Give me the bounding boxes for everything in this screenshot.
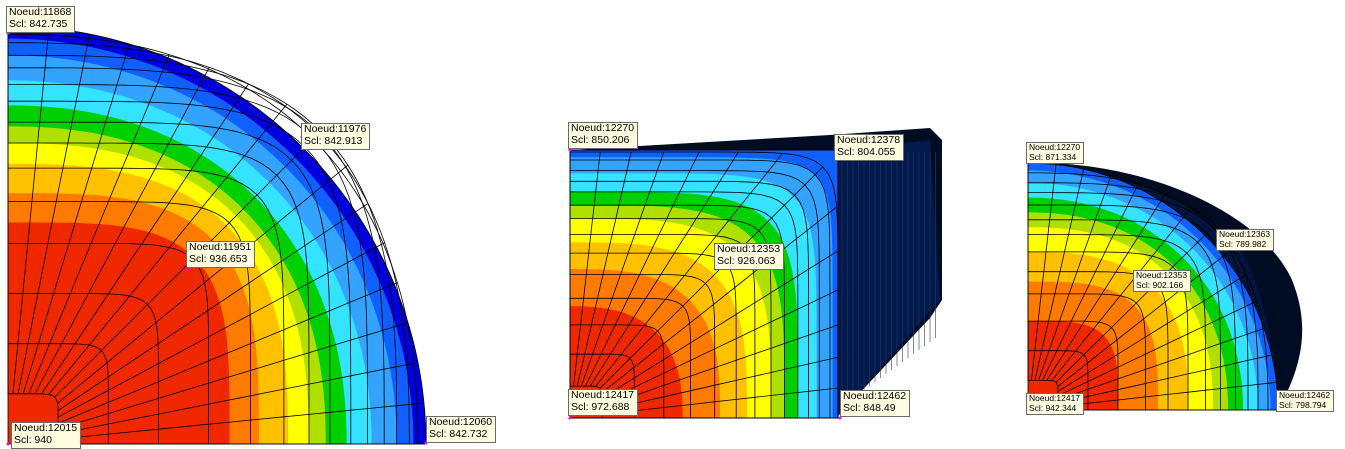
node-label-v2-12378: Noeud:12378 Scl: 804.055 [834,134,905,161]
scl-value: Scl: 972.688 [571,400,630,413]
node-label-v2-12417: Noeud:12417 Scl: 972.688 [568,389,639,416]
mesh-spoke [599,166,824,389]
mesh-spoke [595,153,783,387]
mesh-spoke [601,250,839,399]
node-id: Noeud:12270 [1029,142,1081,152]
mesh-spoke [602,324,839,408]
node-id: Noeud:12015 [14,422,78,434]
scl-value: Scl: 926.063 [717,254,776,267]
mesh-spoke [58,362,419,435]
node-label-v1-12060: Noeud:12060 Scl: 842.732 [426,416,497,443]
mesh-spoke [22,43,130,394]
mesh-spoke [1055,225,1216,383]
node-id: Noeud:11868 [9,6,72,18]
node-label-v2-12353: Noeud:12353 Scl: 926.063 [714,243,785,270]
mesh-spoke [1051,207,1192,381]
front-face-outline [569,149,839,419]
node-id: Noeud:12417 [1029,393,1081,403]
mesh-spoke [58,402,425,440]
scl-value: Scl: 850.206 [571,133,630,146]
scl-value: Scl: 940 [14,433,52,446]
mesh-spoke [1031,164,1057,381]
scl-value: Scl: 842.732 [429,427,488,440]
node-id: Noeud:12378 [837,134,901,146]
mesh-spoke [1057,274,1247,392]
node-label-v1-11976: Noeud:11976 Scl: 842.913 [301,123,371,150]
mesh-spoke [1057,328,1265,400]
node-marker [185,267,189,271]
node-id: Noeud:12417 [571,389,635,401]
mesh-spoke [57,164,349,404]
mesh-spoke [1057,381,1277,408]
mesh-spoke [1046,193,1166,381]
square-bar-contour [568,128,942,420]
node-label-v2-12462: Noeud:12462 Scl: 848.49 [840,390,911,417]
node-id: Noeud:12353 [1136,270,1188,280]
node-label-v3-12363: Noeud:12363 Scl: 789.982 [1216,229,1275,252]
scl-value: Scl: 942.344 [1029,402,1077,413]
scl-value: Scl: 902.166 [1136,279,1184,290]
node-marker [568,148,572,152]
node-id: Noeud:11976 [304,123,367,135]
mesh-spoke [602,289,839,403]
node-marker [838,416,842,420]
mesh-spoke [34,67,210,395]
node-label-v1-11868: Noeud:11868 Scl: 842.735 [6,6,76,33]
node-label-v2-12270: Noeud:12270 Scl: 850.206 [568,122,639,149]
node-label-v3-12462: Noeud:12462 Scl: 798.794 [1276,390,1335,413]
scl-value: Scl: 789.982 [1219,238,1267,249]
mesh-spoke [58,322,409,430]
node-id: Noeud:12363 [1219,229,1271,239]
mesh-spoke [589,151,739,387]
mesh-spoke [48,103,288,395]
mesh-spoke [17,33,90,394]
mesh-spoke [28,54,170,394]
scl-value: Scl: 798.794 [1279,399,1327,410]
mesh-spoke [58,282,398,424]
mesh-spoke [585,151,700,387]
node-label-v3-12417: Noeud:12417 Scl: 942.344 [1026,393,1085,416]
mesh-spoke [1057,354,1272,404]
side-mesh [841,152,936,406]
scl-value: Scl: 848.49 [843,401,896,414]
node-label-v3-12353: Noeud:12353 Scl: 902.166 [1133,270,1192,293]
scl-value: Scl: 936.653 [189,252,248,265]
scl-value: Scl: 871.334 [1029,151,1077,162]
mesh-spoke [57,242,385,418]
mesh-spoke [1034,169,1084,381]
node-id: Noeud:12462 [1279,390,1331,400]
mesh-spoke [57,203,369,411]
mesh-spoke [1042,184,1139,381]
mesh-spoke [576,151,632,387]
node-id: Noeud:12353 [717,243,781,255]
mesh-spoke [12,27,50,394]
node-id: Noeud:12060 [429,416,493,428]
scl-value: Scl: 804.055 [837,145,896,158]
node-label-v1-12015: Noeud:12015 Scl: 940 [11,422,82,449]
mesh-spoke [41,83,249,395]
side-face-gradient [838,140,940,416]
node-marker [6,442,10,446]
mesh-spoke [602,356,839,412]
scl-value: Scl: 842.735 [9,17,68,30]
node-label-v3-12270: Noeud:12270 Scl: 871.334 [1026,142,1085,165]
mesh-spoke [1038,176,1111,381]
mesh-spoke [1057,300,1257,397]
cylinder-end-contour [1026,161,1303,412]
mesh-spoke [602,387,839,415]
scl-value: Scl: 842.913 [304,134,363,147]
node-marker [568,416,572,420]
node-id: Noeud:11951 [189,241,252,253]
node-id: Noeud:12270 [571,122,635,134]
node-id: Noeud:12462 [843,390,907,402]
mesh-spoke [573,151,601,387]
mesh-spoke [580,151,665,387]
quarter-section-contour [6,25,428,446]
node-label-v1-11951: Noeud:11951 Scl: 936.653 [186,241,256,268]
